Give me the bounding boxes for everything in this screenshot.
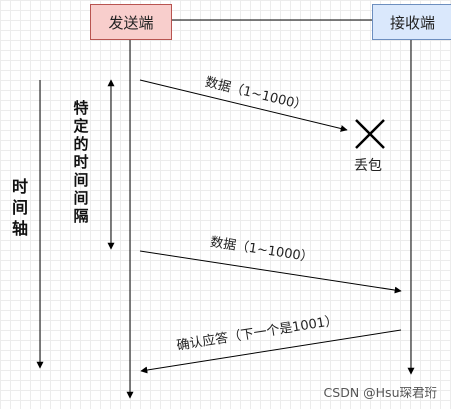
sender-label: 发送端	[108, 13, 154, 32]
watermark: CSDN @Hsu琛君珩	[323, 385, 437, 400]
sender-box: 发送端	[90, 4, 172, 40]
ack-arrow	[140, 329, 402, 374]
receiver-label: 接收端	[389, 13, 435, 32]
second-data-arrow	[139, 250, 402, 294]
first-data-arrow	[139, 79, 348, 132]
packet-loss-cross-icon	[355, 119, 385, 149]
interval-label: 特定的时间间隔	[73, 99, 89, 225]
receiver-box: 接收端	[372, 4, 451, 40]
time-axis-label: 时间轴	[11, 177, 28, 238]
packet-loss-label: 丢包	[354, 158, 382, 174]
